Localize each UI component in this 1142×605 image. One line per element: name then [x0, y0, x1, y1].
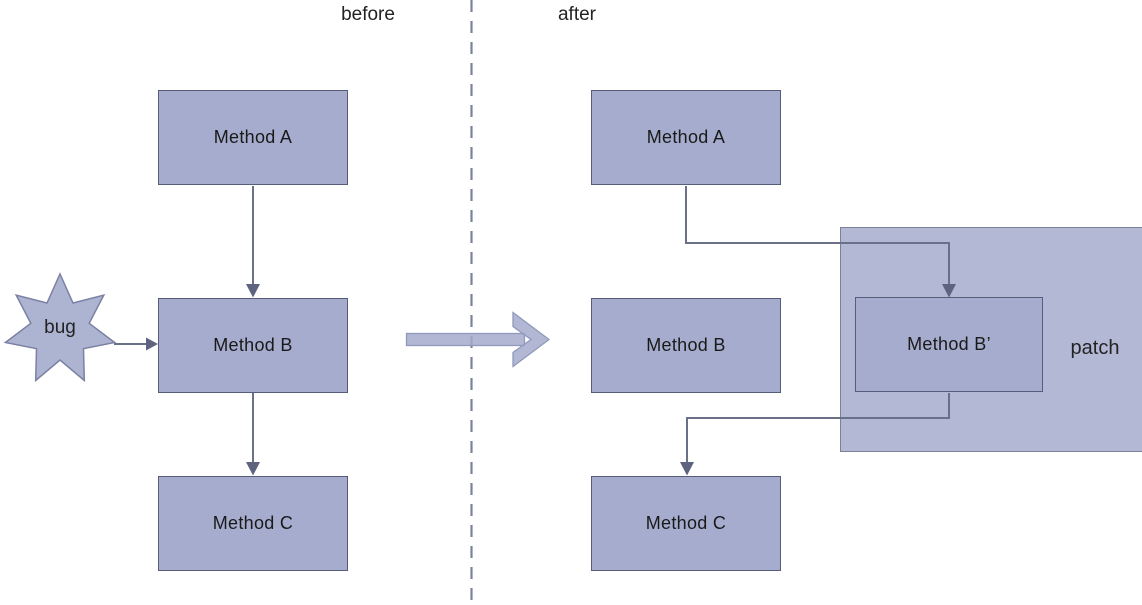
- before-method-b-box: Method B: [158, 298, 348, 393]
- before-a-to-b-arrowhead: [246, 284, 260, 298]
- after-section-label: after: [557, 4, 597, 25]
- bug-star-shape: [3, 272, 117, 383]
- bug-arrow-head: [146, 337, 158, 351]
- after-method-b-label: Method B: [646, 335, 726, 355]
- after-method-c-label: Method C: [645, 513, 727, 533]
- after-a-to-bprime-line: [685, 186, 950, 284]
- before-method-b-label: Method B: [213, 335, 293, 355]
- before-method-c-label: Method C: [212, 513, 294, 533]
- patch-label: patch: [1070, 337, 1120, 359]
- before-b-to-c-arrowhead: [246, 462, 260, 476]
- after-method-a-label: Method A: [646, 127, 726, 147]
- before-method-c-box: Method C: [158, 476, 348, 571]
- after-method-b-box: Method B: [591, 298, 781, 393]
- transform-arrow-shaft: [405, 332, 526, 347]
- before-section-label: before: [341, 4, 395, 25]
- bug-label: bug: [44, 317, 76, 338]
- after-method-b-prime-label: Method B’: [907, 334, 991, 354]
- after-a-to-bprime-arrowhead: [942, 284, 956, 298]
- after-method-a-box: Method A: [591, 90, 781, 185]
- after-bprime-to-c-line: [686, 393, 950, 462]
- transform-arrow-head: [512, 311, 551, 368]
- after-method-c-box: Method C: [591, 476, 781, 571]
- after-method-b-prime-box: Method B’: [855, 297, 1043, 392]
- before-method-a-box: Method A: [158, 90, 348, 185]
- before-method-a-label: Method A: [213, 127, 293, 147]
- after-bprime-to-c-arrowhead: [680, 462, 694, 476]
